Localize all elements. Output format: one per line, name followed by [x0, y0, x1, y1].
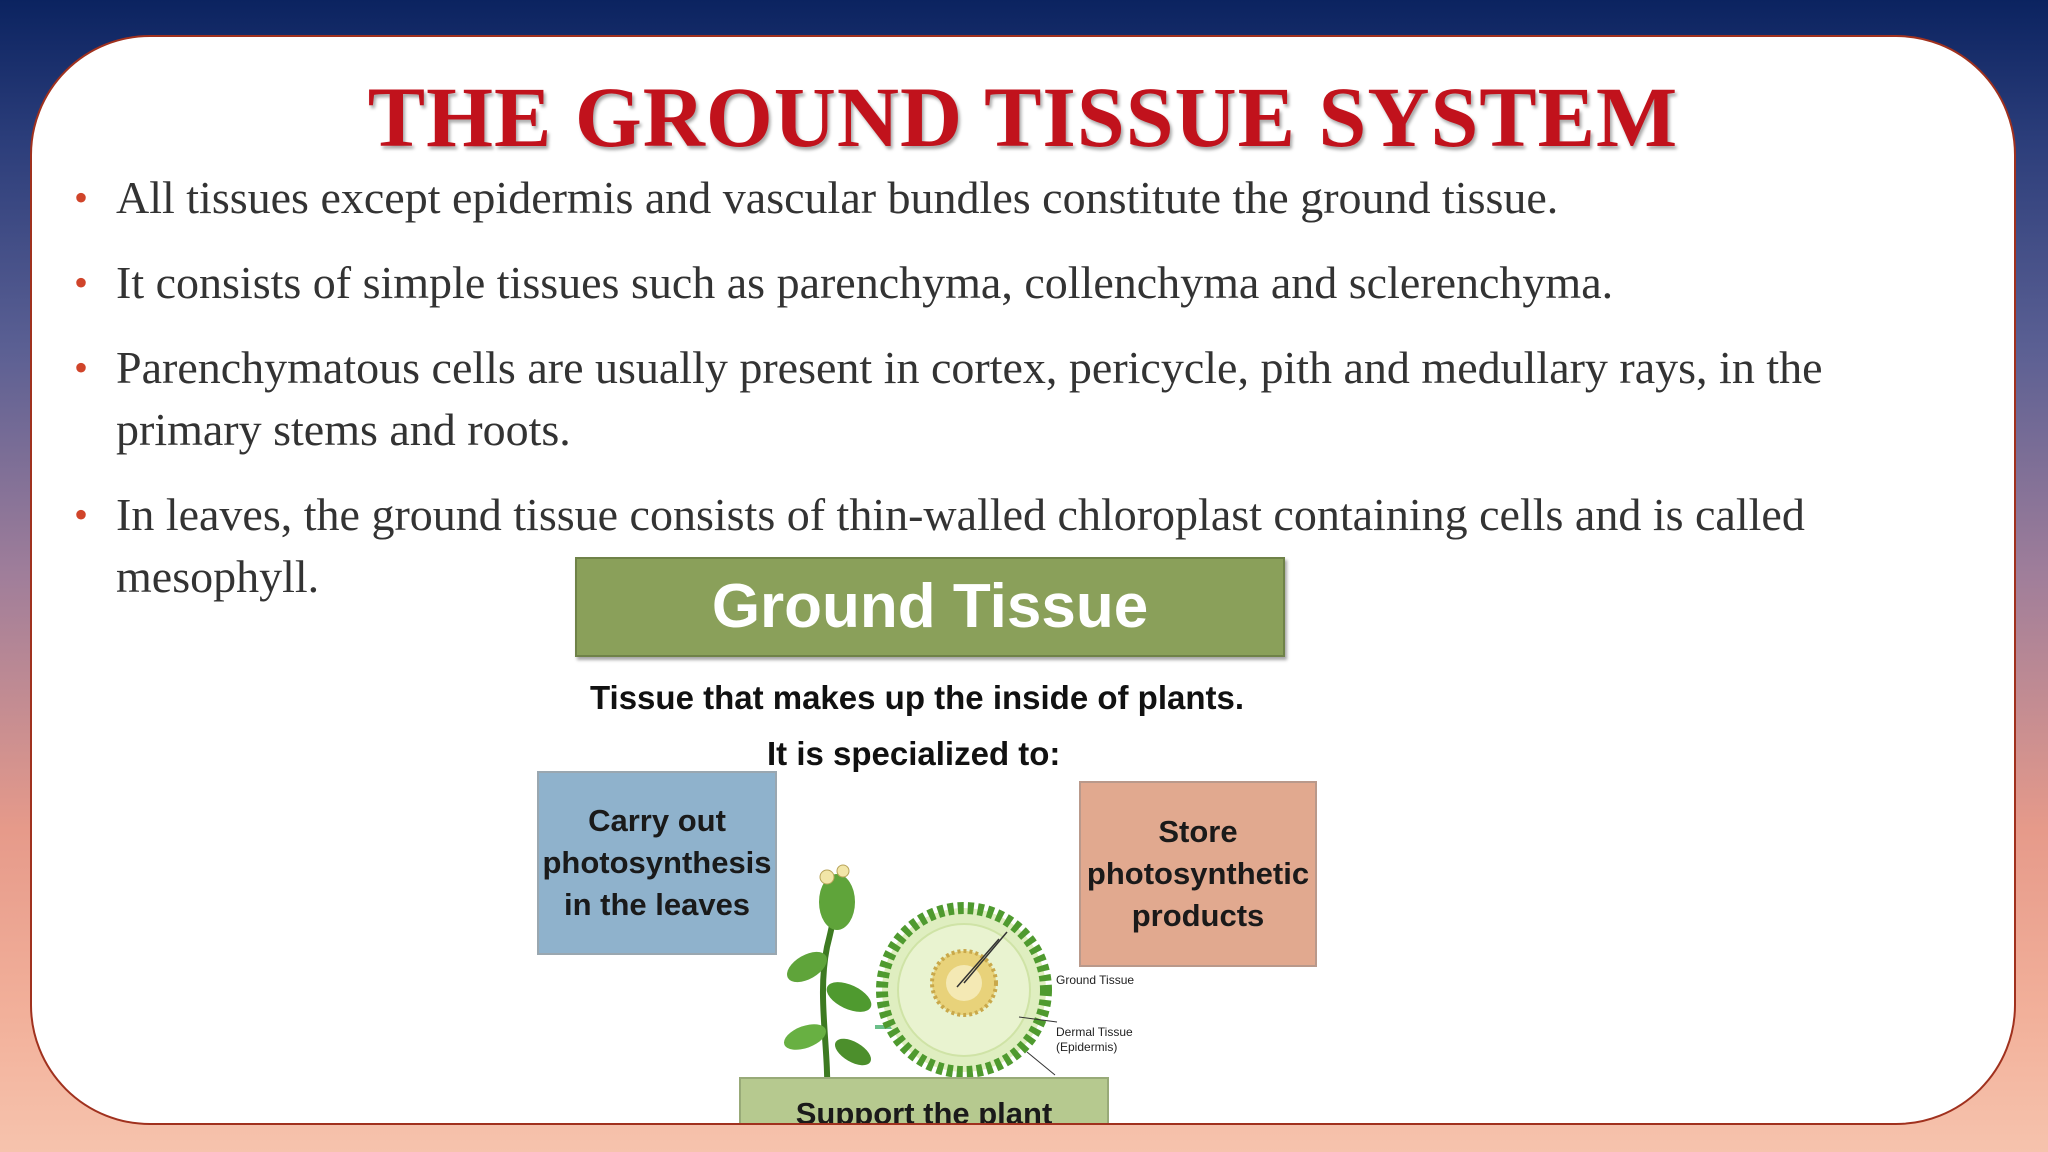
- support-box: Support the plant: [739, 1077, 1109, 1125]
- bullet-dot-icon: •: [74, 345, 89, 390]
- support-box-text: Support the plant: [795, 1096, 1053, 1125]
- bullet-text: In leaves, the ground tissue consists of…: [116, 489, 1805, 602]
- stem-cross-section-icon: [876, 902, 1058, 1078]
- bullet-item: • It consists of simple tissues such as p…: [66, 252, 1966, 314]
- bullet-dot-icon: •: [74, 175, 89, 220]
- storage-box: Store photosynthetic products: [1079, 781, 1317, 967]
- bullet-item: • In leaves, the ground tissue consists o…: [66, 484, 1966, 608]
- storage-box-text: Store photosynthetic products: [1086, 814, 1310, 933]
- bullet-list: • All tissues except epidermis and vascul…: [66, 167, 1966, 631]
- ground-tissue-callout: Ground Tissue: [1056, 973, 1135, 987]
- bullet-text: Parenchymatous cells are usually present…: [116, 342, 1823, 455]
- figure-specialized-label: It is specialized to:: [767, 735, 1061, 772]
- ground-tissue-figure: Ground Tissue Tissue that makes up the i…: [507, 557, 1327, 1125]
- slide-card: THE GROUND TISSUE SYSTEM • All tissues ex…: [30, 35, 2016, 1125]
- figure-subtitle: Tissue that makes up the inside of plant…: [589, 679, 1245, 716]
- slide-title: THE GROUND TISSUE SYSTEM: [367, 69, 1679, 165]
- dermal-tissue-callout: Dermal Tissue (Epidermis): [1056, 1025, 1133, 1054]
- bullet-text: All tissues except epidermis and vascula…: [116, 172, 1559, 223]
- photosynthesis-box-text: Carry out photosynthesis in the leaves: [542, 803, 772, 922]
- bullet-item: • Parenchymatous cells are usually presen…: [66, 337, 1966, 461]
- photosynthesis-box: Carry out photosynthesis in the leaves: [537, 771, 777, 955]
- bullet-dot-icon: •: [74, 260, 89, 305]
- bullet-item: • All tissues except epidermis and vascul…: [66, 167, 1966, 229]
- bullet-text: It consists of simple tissues such as pa…: [116, 257, 1614, 308]
- bullet-dot-icon: •: [74, 492, 89, 537]
- plant-illustration: [783, 864, 1058, 1111]
- figure-banner: Ground Tissue: [575, 557, 1285, 657]
- plant-icon: [783, 864, 872, 1111]
